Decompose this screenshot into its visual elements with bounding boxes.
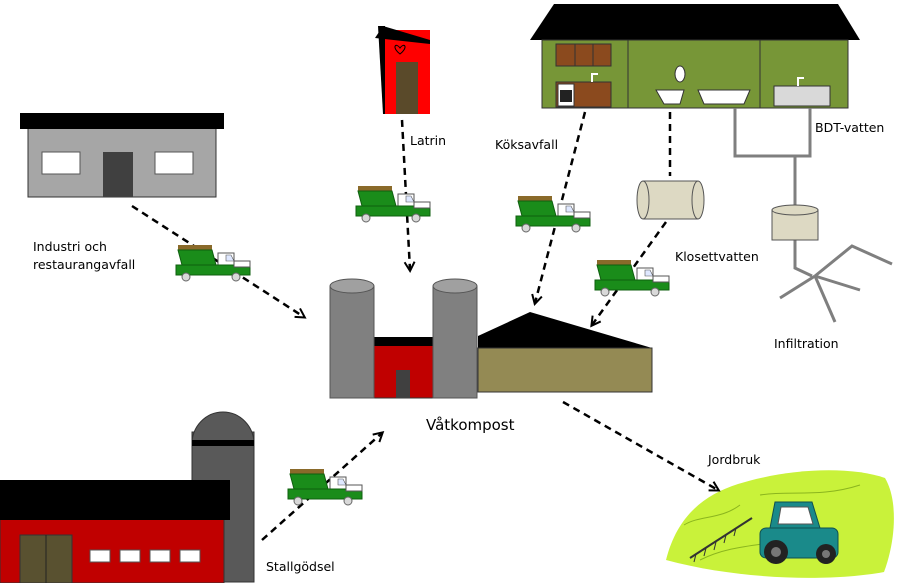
farm-field-with-tractor bbox=[666, 470, 894, 578]
latrine-outhouse bbox=[375, 26, 430, 114]
factory-building bbox=[20, 113, 224, 198]
greywater-pipes bbox=[733, 108, 893, 323]
closet-water-tank bbox=[636, 180, 705, 220]
label-vatkompost: Våtkompost bbox=[426, 416, 515, 434]
label-klosettvatten: Klosettvatten bbox=[675, 249, 759, 264]
label-jordbruk: Jordbruk bbox=[708, 452, 761, 467]
label-koksavfall: Köksavfall bbox=[495, 137, 559, 152]
arrow-compost-to-field bbox=[562, 400, 718, 490]
label-bdt-vatten: BDT-vatten bbox=[815, 120, 885, 135]
label-stallgodsel: Stallgödsel bbox=[266, 559, 335, 574]
label-latrin: Latrin bbox=[410, 133, 447, 148]
truck-stable bbox=[287, 468, 363, 506]
residential-house bbox=[530, 4, 860, 109]
septic-tank-bdt bbox=[771, 204, 819, 241]
truck-closet bbox=[594, 259, 670, 297]
arrow-barn-to-compost bbox=[261, 433, 382, 541]
truck-industry bbox=[175, 244, 251, 282]
label-industri-line1: Industri och bbox=[33, 239, 107, 254]
truck-latrine bbox=[355, 185, 431, 223]
wet-compost-plant bbox=[329, 278, 653, 399]
barn-with-silo bbox=[0, 411, 255, 583]
truck-kitchen bbox=[515, 195, 591, 233]
label-infiltration: Infiltration bbox=[774, 336, 839, 351]
label-industri-line2: restaurangavfall bbox=[33, 257, 136, 272]
